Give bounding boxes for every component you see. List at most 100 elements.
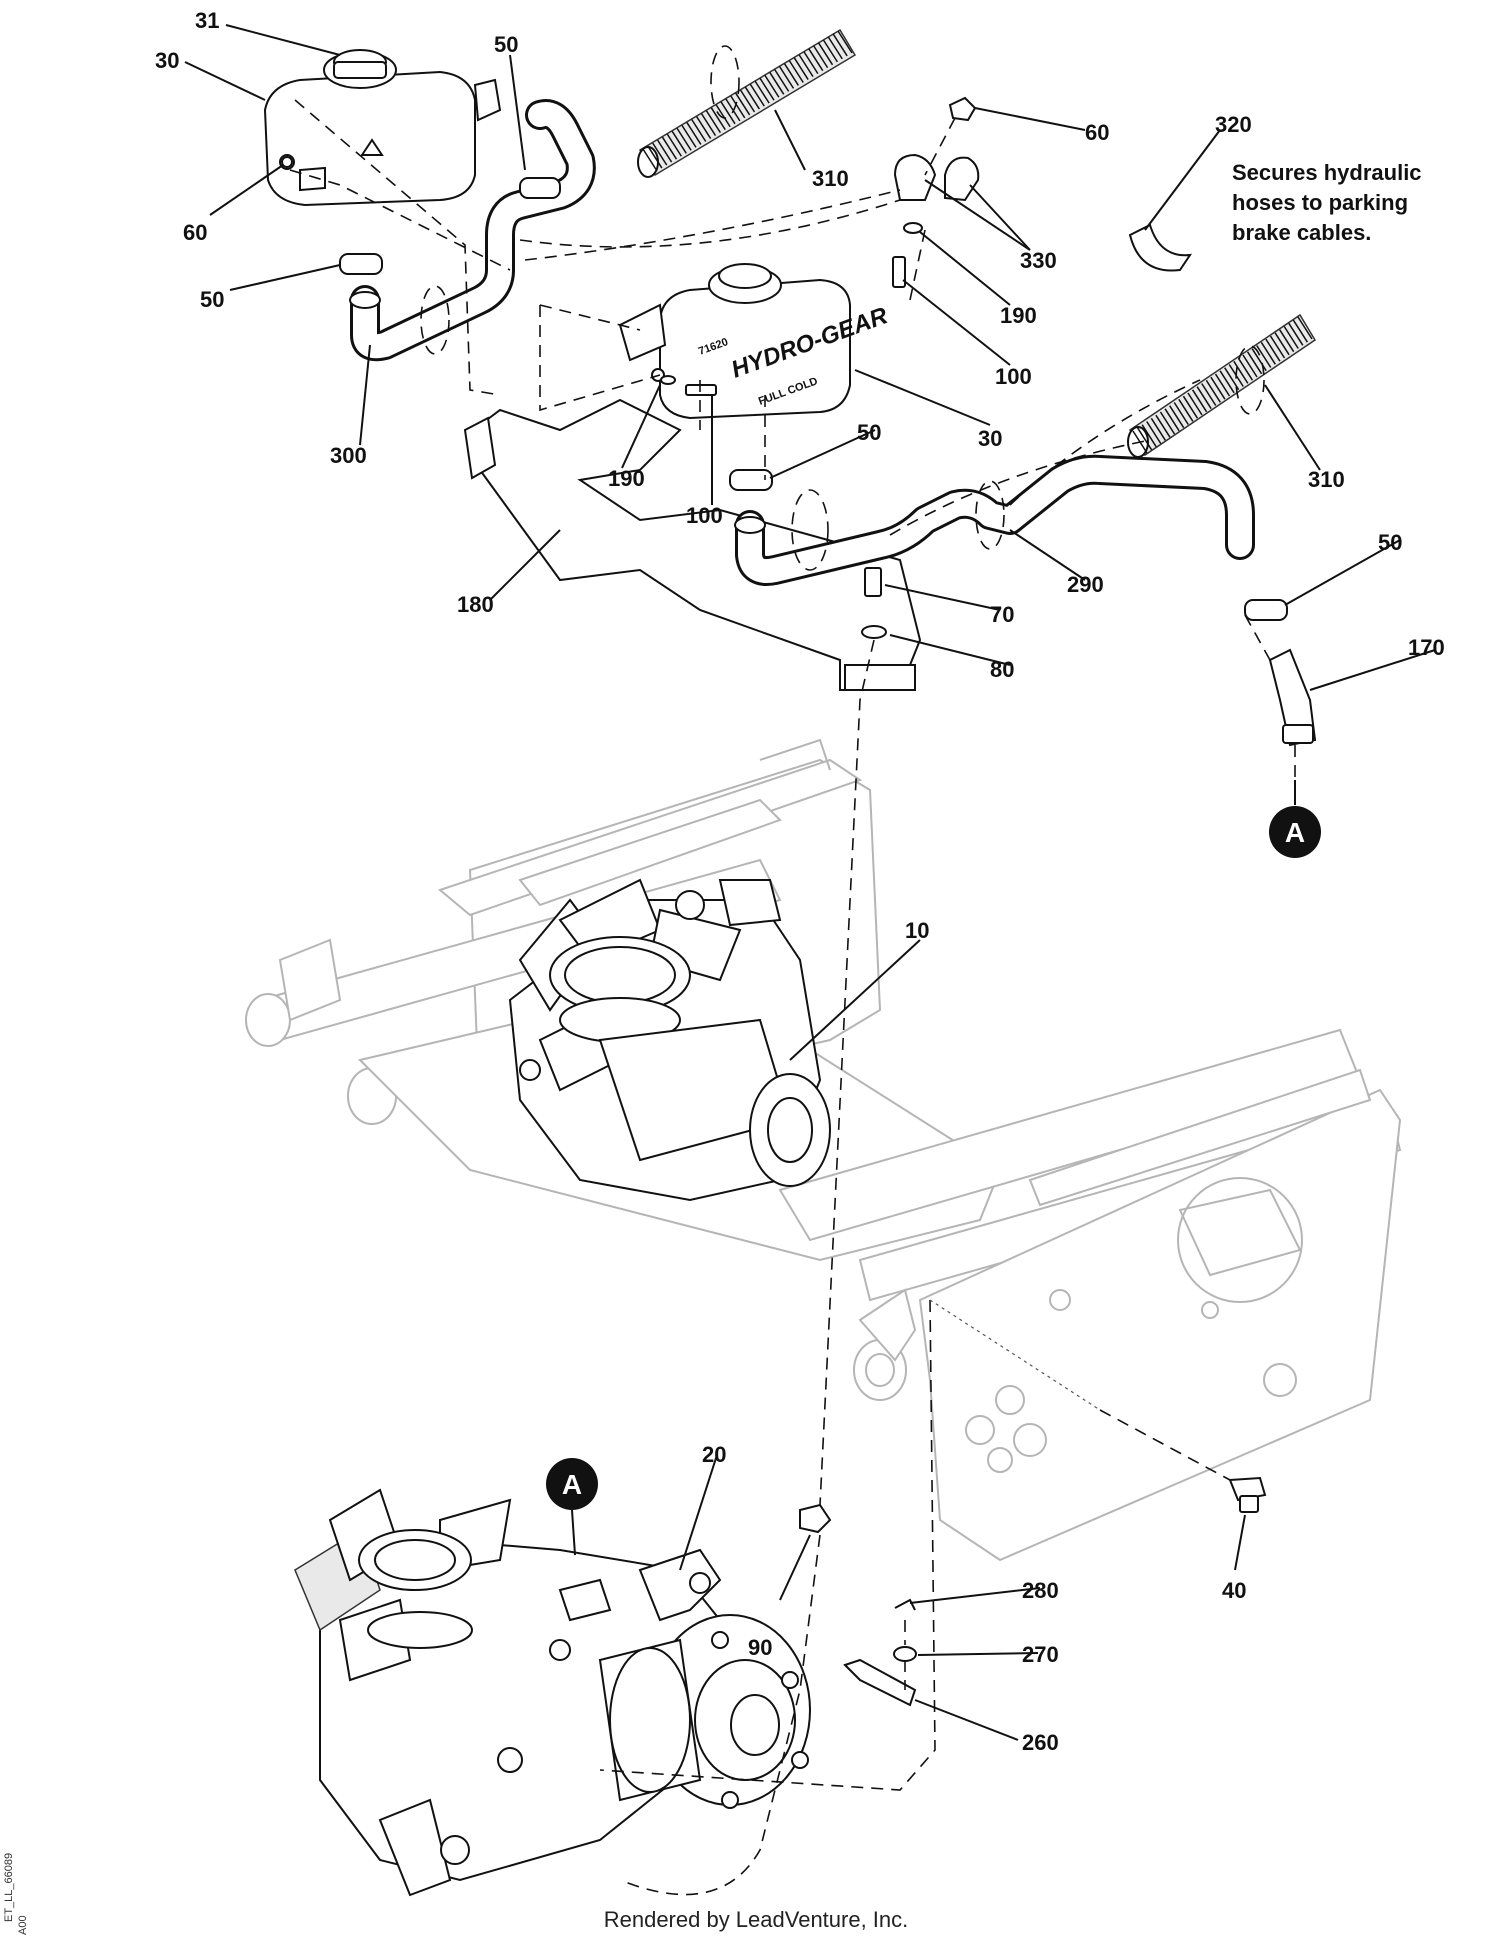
sleeve-rib (1233, 360, 1249, 384)
callout-30: 30 (155, 48, 179, 73)
callout-30: 30 (978, 426, 1002, 451)
sleeve-rib (652, 142, 668, 166)
sleeve-rib (1173, 402, 1189, 425)
sleeve-rib (710, 107, 726, 131)
sleeve-rib (827, 36, 843, 60)
drawing-revision: A00 (17, 1915, 29, 1935)
sleeve-rib (764, 74, 780, 98)
sleeve-rib (1251, 348, 1267, 372)
sleeve-rib (1201, 383, 1217, 406)
sleeve-rib (1246, 351, 1263, 375)
callout-40: 40 (1222, 1578, 1246, 1603)
sleeve-rib (1178, 398, 1194, 422)
sleeve-rib (1159, 411, 1176, 435)
note-line-1: Secures hydraulic (1232, 160, 1422, 185)
hose-tie-note: Secures hydraulic hoses to parking brake… (1232, 160, 1422, 245)
sleeve-rib (1187, 392, 1203, 416)
sleeve-rib (715, 104, 731, 128)
callout-20: 20 (702, 1442, 726, 1467)
sleeve-rib (1141, 424, 1157, 448)
sleeve-rib (1169, 405, 1185, 429)
sleeve-rib (642, 148, 658, 172)
note-line-2: hoses to parking (1232, 190, 1408, 215)
sleeve-rib (705, 110, 722, 134)
sleeve-rib (1210, 376, 1226, 400)
sleeve-rib (700, 113, 717, 137)
sleeve-rib (803, 51, 819, 75)
sleeve-rib (808, 48, 824, 72)
reservoir-30-left (263, 49, 502, 207)
sleeve-rib (671, 130, 687, 154)
callout-270: 270 (1022, 1642, 1059, 1667)
connection-marker-a-top: A (1269, 806, 1321, 858)
sleeve-rib (734, 92, 751, 116)
callout-90: 90 (748, 1635, 772, 1660)
sleeve-rib (725, 98, 741, 122)
sleeve-rib (773, 68, 790, 92)
sleeve-rib (676, 127, 692, 151)
clamp-50-c (729, 469, 773, 491)
sleeve-rib (661, 136, 678, 160)
sleeve-rib (681, 124, 697, 148)
sleeve-rib (1214, 373, 1231, 397)
sleeve-rib (1191, 389, 1208, 413)
callout-100: 100 (686, 503, 723, 528)
sleeve-rib (778, 65, 795, 89)
callout-190: 190 (1000, 303, 1037, 328)
sleeve-rib (1274, 332, 1290, 356)
sleeve-rib (739, 89, 756, 113)
sleeve-rib (1196, 386, 1212, 410)
callout-280: 280 (1022, 1578, 1059, 1603)
callout-190: 190 (608, 466, 645, 491)
footer-credit: Rendered by LeadVenture, Inc. (604, 1907, 909, 1932)
sleeve-rib (1182, 395, 1199, 419)
callout-50: 50 (1378, 530, 1402, 555)
sleeve-rib (695, 116, 712, 139)
callout-300: 300 (330, 443, 367, 468)
sleeve-rib (1205, 379, 1221, 403)
sleeve-rib (759, 77, 775, 101)
sleeve-rib (754, 80, 770, 104)
svg-text:A: A (562, 1469, 582, 1500)
sleeve-rib (1228, 364, 1244, 387)
sleeve-rib (837, 30, 853, 54)
drawing-code: ET_LL_66089 (3, 1853, 15, 1922)
sleeve-rib (1155, 414, 1171, 438)
sleeve-rib (1242, 354, 1258, 378)
sleeve-rib (1283, 326, 1299, 349)
callout-70: 70 (990, 602, 1014, 627)
sleeve-rib (798, 54, 814, 78)
protective-sleeve-310-top (637, 28, 857, 178)
sleeve-rib (1288, 322, 1304, 346)
hardware-group (281, 96, 1317, 1707)
sleeve-rib (647, 145, 663, 169)
callout-31: 31 (195, 8, 219, 33)
sleeve-rib (832, 33, 848, 57)
reservoir-30-center: HYDRO-GEAR FULL COLD 71620 (618, 263, 892, 420)
sleeve-rib (788, 60, 804, 83)
callout-labels: 31 30 50 310 60 320 60 50 330 190 300 10… (155, 8, 1445, 1755)
callout-180: 180 (457, 592, 494, 617)
clamp-50-a (519, 177, 561, 199)
sleeve-rib (817, 42, 834, 66)
clamp-50-b (339, 253, 383, 275)
sleeve-rib (1292, 319, 1309, 343)
callout-290: 290 (1067, 572, 1104, 597)
sleeve-rib (783, 63, 800, 86)
sleeve-rib (1256, 345, 1272, 368)
note-line-3: brake cables. (1232, 220, 1371, 245)
sleeve-rib (1219, 370, 1235, 394)
sleeve-rib (1237, 357, 1254, 381)
callout-310: 310 (1308, 467, 1345, 492)
sleeve-rib (1136, 427, 1153, 451)
sleeve-rib (656, 139, 673, 163)
sleeve-rib (1279, 329, 1295, 353)
hose-300 (349, 99, 596, 362)
sleeve-rib (1269, 335, 1286, 359)
sleeve-rib (1146, 421, 1162, 444)
callout-260: 260 (1022, 1730, 1059, 1755)
sleeve-rib (666, 133, 683, 157)
sleeve-rib (1164, 408, 1180, 432)
callout-320: 320 (1215, 112, 1252, 137)
